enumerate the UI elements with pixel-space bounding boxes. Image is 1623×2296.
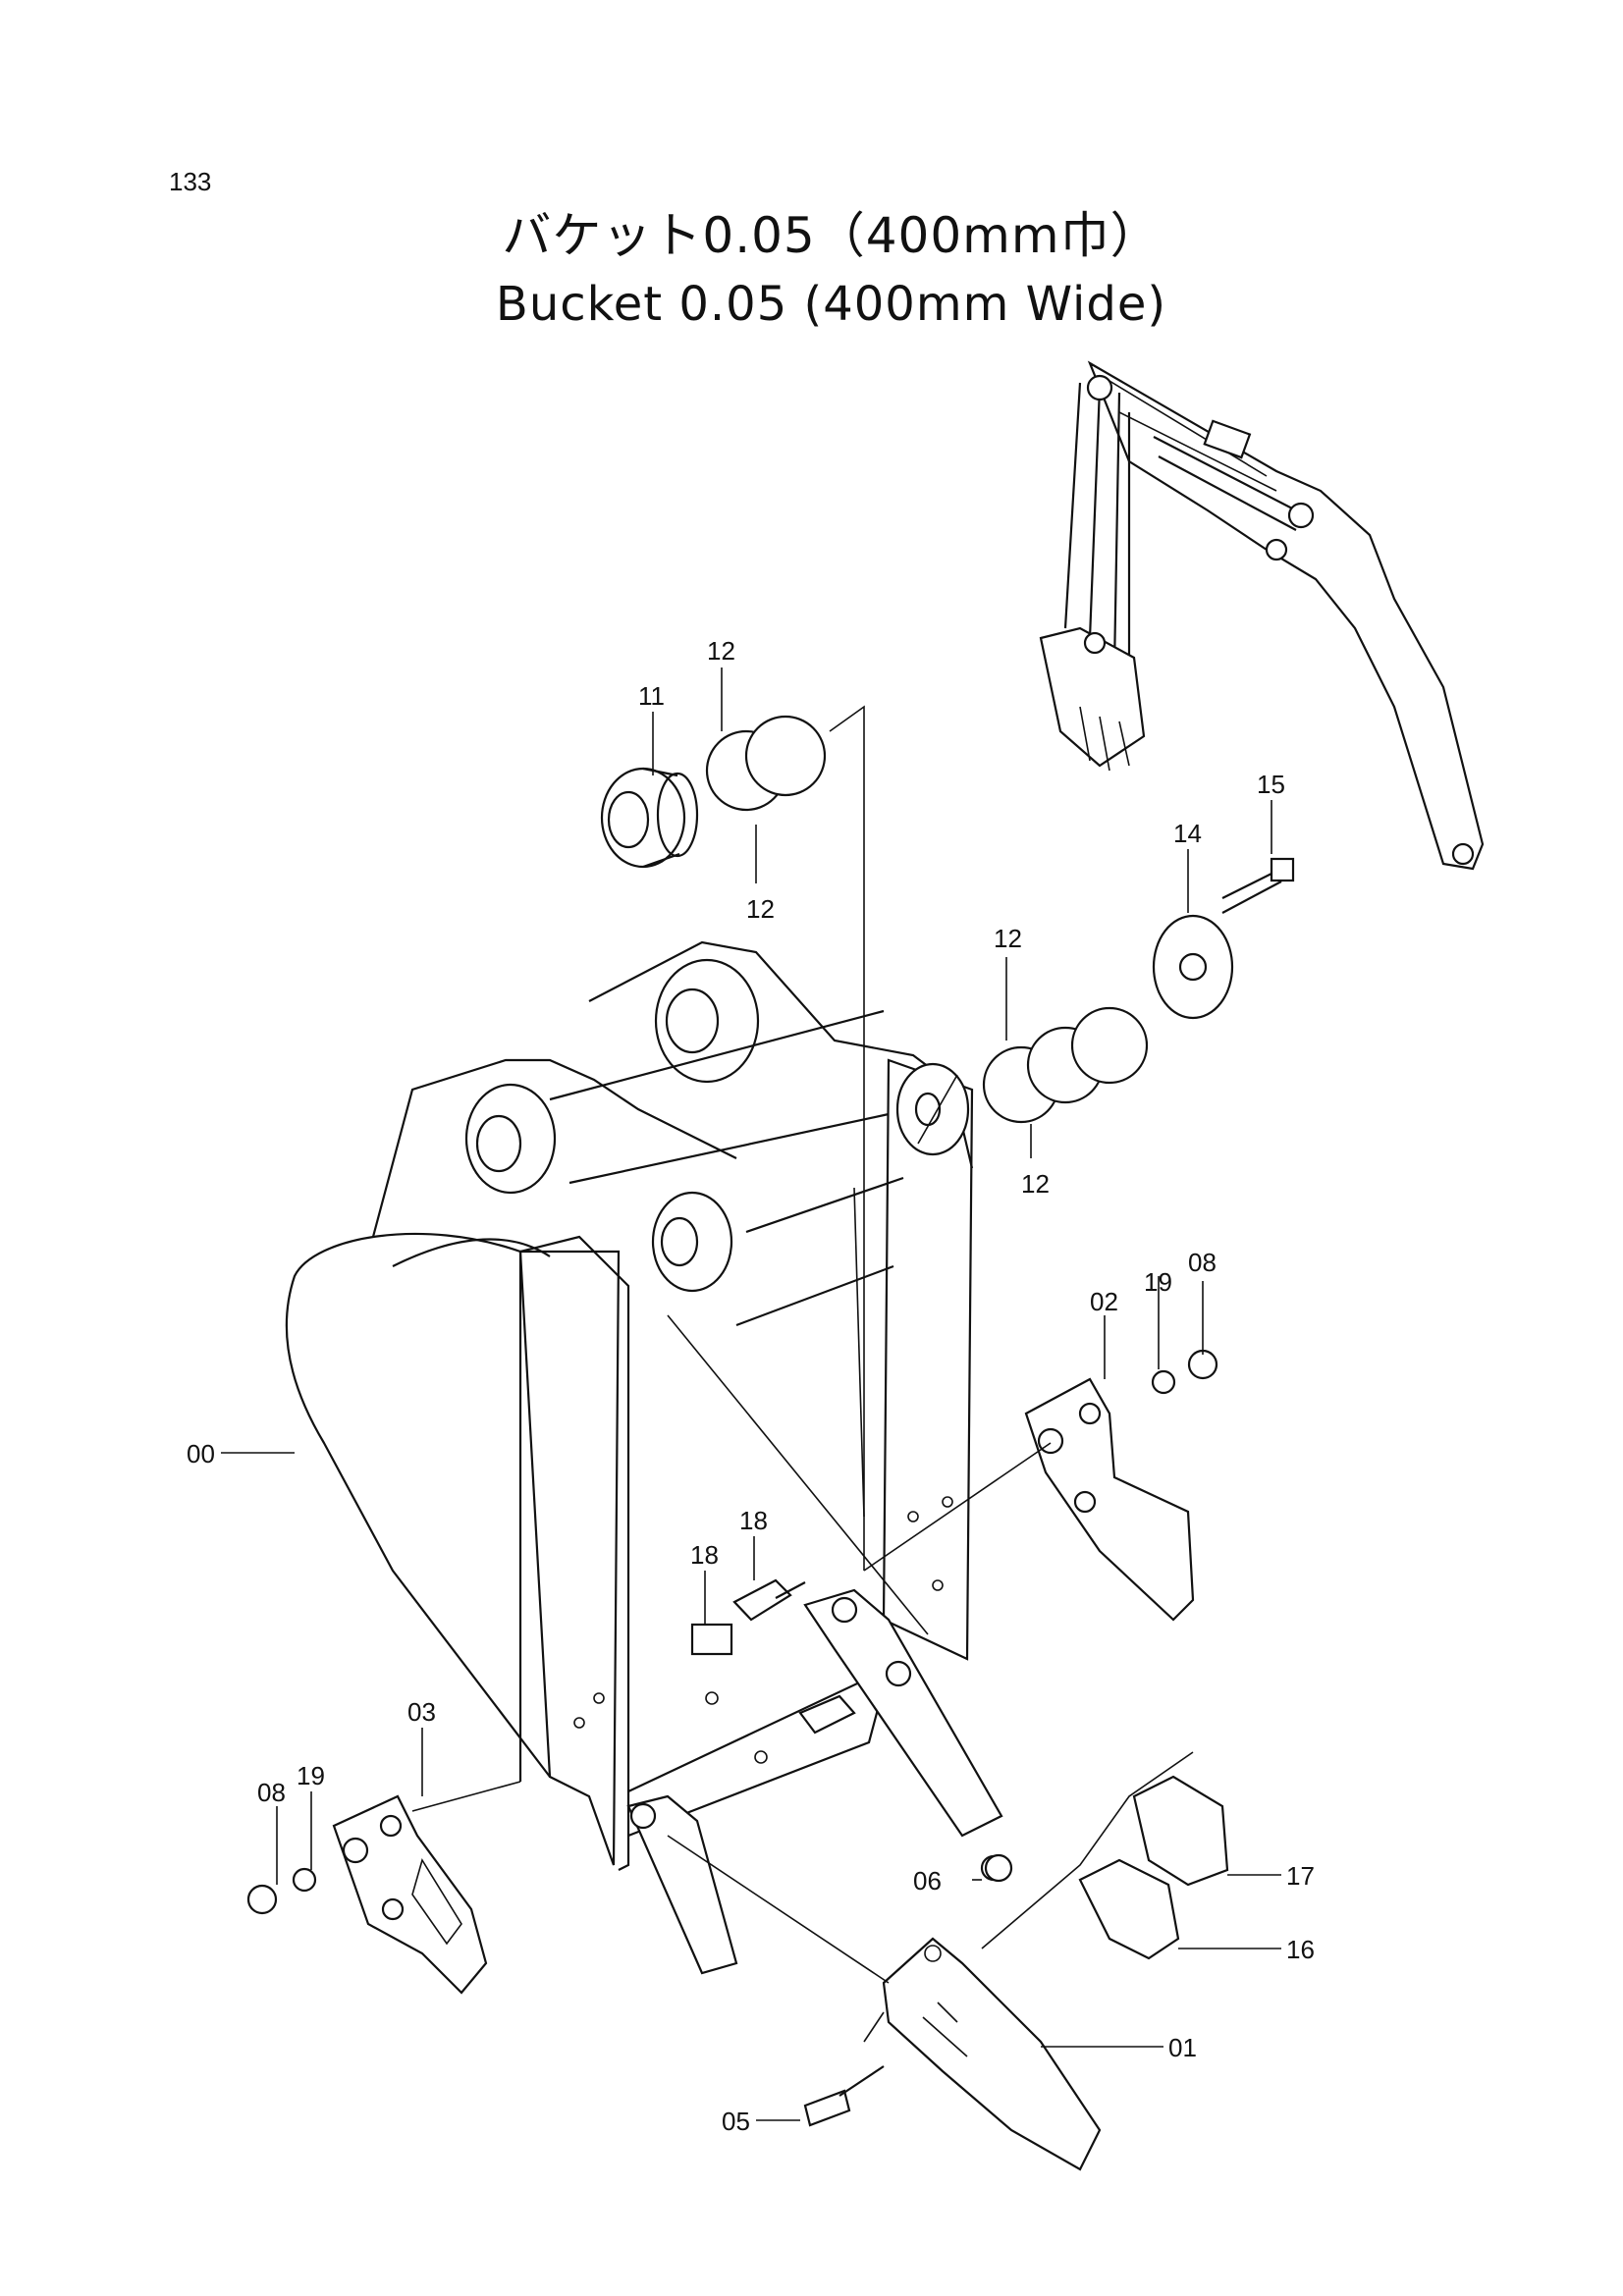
callout-00: 00 — [187, 1439, 215, 1468]
callout-12-top: 12 — [707, 636, 735, 666]
assembly-lines — [411, 705, 1052, 2043]
plate-14 — [1152, 914, 1234, 1020]
callout-18-right: 18 — [739, 1506, 768, 1535]
pin-bushing-11 — [600, 767, 699, 869]
bolt-15 — [1221, 857, 1295, 914]
callout-12-lower-top: 12 — [994, 924, 1022, 953]
callout-12-lower-bottom: 12 — [1021, 1169, 1050, 1199]
title-block: バケット0.05（400mm巾） Bucket 0.05 (400mm Wide… — [0, 196, 1623, 332]
callout-08-left: 08 — [257, 1778, 286, 1807]
callout-03: 03 — [407, 1697, 436, 1727]
callout-19-right: 19 — [1144, 1267, 1172, 1297]
callout-02: 02 — [1090, 1287, 1118, 1316]
callout-06: 06 — [913, 1866, 942, 1896]
title-english: Bucket 0.05 (400mm Wide) — [495, 277, 1167, 332]
shims-12-upper — [705, 715, 827, 812]
callout-05: 05 — [722, 2107, 750, 2136]
side-cutter-right — [1024, 1377, 1195, 1622]
callout-12-upper-bottom: 12 — [746, 894, 775, 924]
callout-08-right: 08 — [1188, 1248, 1217, 1277]
callout-16: 16 — [1286, 1935, 1315, 1964]
callout-19-left: 19 — [297, 1761, 325, 1790]
callout-17: 17 — [1286, 1861, 1315, 1891]
callout-01: 01 — [1168, 2033, 1197, 2062]
callout-11: 11 — [638, 681, 665, 711]
callout-18-left: 18 — [690, 1540, 719, 1570]
side-cutter-left — [332, 1794, 488, 1995]
callout-leaders — [221, 667, 1281, 2121]
page-number: 133 — [169, 167, 212, 196]
excavator-arm-inset — [1039, 360, 1485, 871]
hardware — [246, 1349, 1218, 2127]
shims-12-lower — [982, 1006, 1149, 1124]
title-japanese: バケット0.05（400mm巾） — [502, 207, 1161, 264]
bucket-teeth — [626, 1588, 1003, 1975]
callout-15: 15 — [1257, 770, 1285, 799]
tooth-assembly — [882, 1751, 1229, 2171]
callout-14: 14 — [1173, 819, 1202, 848]
